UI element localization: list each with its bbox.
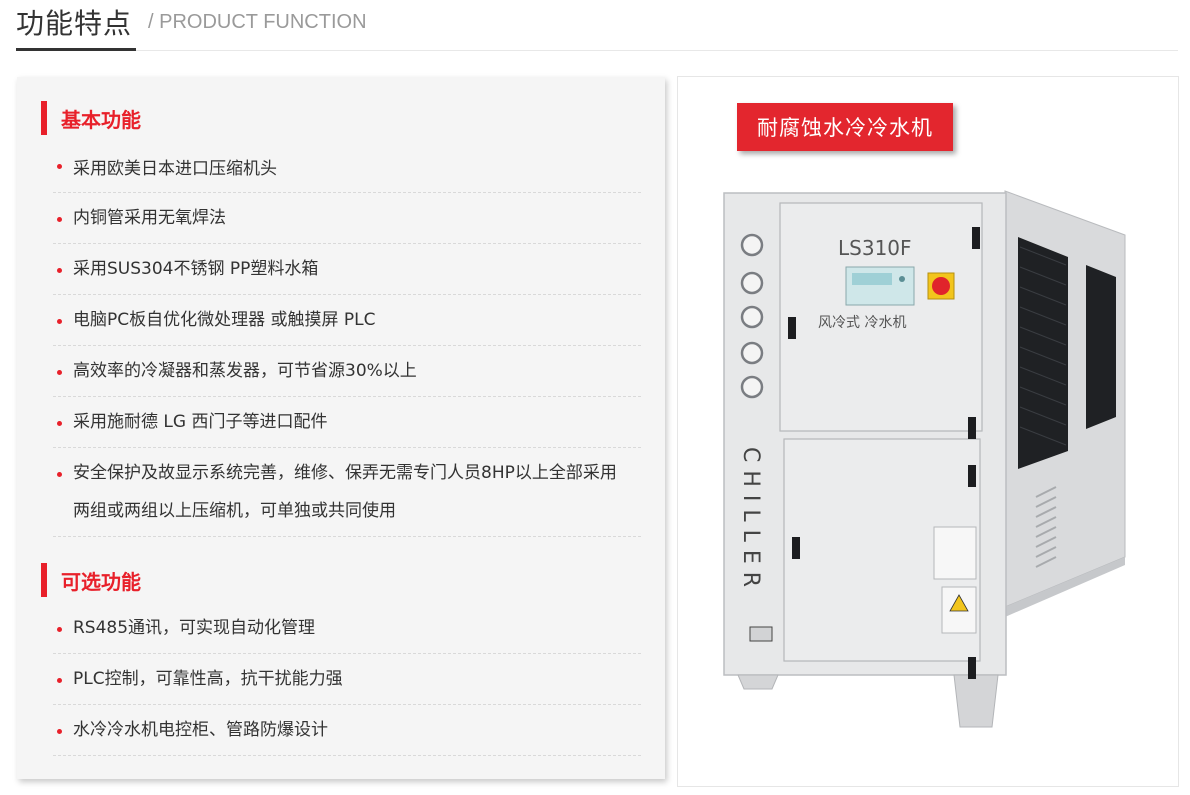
bullet-dot-icon [57,729,62,734]
list-item: 采用施耐德 LG 西门子等进口配件 [53,397,641,448]
list-item-text: RS485通讯，可实现自动化管理 [73,618,316,638]
optional-section-title: 可选功能 [61,569,141,594]
bullet-dot-icon [57,472,62,477]
optional-section-header: 可选功能 [41,563,141,597]
list-item-text: 采用施耐德 LG 西门子等进口配件 [73,412,328,432]
bullet-dot-icon [57,678,62,683]
list-item-text: PLC控制，可靠性高，抗干扰能力强 [73,669,343,689]
list-item-text: 安全保护及故显示系统完善，维修、保弄无需专门人员8HP以上全部采用 [73,463,617,483]
list-item: 水冷冷水机电控柜、管路防爆设计 [53,705,641,756]
list-item: 采用SUS304不锈钢 PP塑料水箱 [53,244,641,295]
list-item: 内铜管采用无氧焊法 [53,193,641,244]
product-name-badge: 耐腐蚀水冷冷水机 [737,103,953,151]
section-marker [41,563,47,597]
list-item: 电脑PC板自优化微处理器 或触摸屏 PLC [53,295,641,346]
list-item-text: 采用欧美日本进口压缩机头 [73,159,277,179]
bullet-dot-icon [57,164,62,169]
bullet-dot-icon [57,627,62,632]
list-item-text: 电脑PC板自优化微处理器 或触摸屏 PLC [73,310,376,330]
title-underline [16,48,136,51]
list-item: RS485通讯，可实现自动化管理 [53,607,641,654]
list-item-text: 两组或两组以上压缩机，可单独或共同使用 [73,501,396,521]
bullet-dot-icon [57,268,62,273]
bullet-dot-icon [57,370,62,375]
list-item: PLC控制，可靠性高，抗干扰能力强 [53,654,641,705]
model-number: LS310F [838,236,912,260]
page-subtitle: / PRODUCT FUNCTION [148,11,367,33]
list-item-text: 采用SUS304不锈钢 PP塑料水箱 [73,259,319,279]
list-item: 高效率的冷凝器和蒸发器，可节省源30%以上 [53,346,641,397]
side-chiller-text: CHILLER [738,447,763,595]
panel-label: 风冷式 冷水机 [818,315,906,331]
list-item: 安全保护及故显示系统完善，维修、保弄无需专门人员8HP以上全部采用 两组或两组以… [53,448,641,537]
product-image-card: 耐腐蚀水冷冷水机 [677,76,1179,787]
chiller-unit-illustration: LS310F 风冷式 冷水机 CHILLER [723,190,1126,728]
bullet-dot-icon [57,217,62,222]
list-item-text: 内铜管采用无氧焊法 [73,208,226,228]
list-item: 采用欧美日本进口压缩机头 [53,147,641,193]
feature-list-card: 基本功能 采用欧美日本进口压缩机头 内铜管采用无氧焊法 采用SUS304不锈钢 … [17,77,665,779]
list-item-text: 高效率的冷凝器和蒸发器，可节省源30%以上 [73,361,417,381]
bullet-dot-icon [57,421,62,426]
bullet-dot-icon [57,319,62,324]
section-marker [41,101,47,135]
section-header: 功能特点 / PRODUCT FUNCTION [16,0,1178,51]
basic-section-title: 基本功能 [61,107,141,132]
list-item-text: 水冷冷水机电控柜、管路防爆设计 [73,720,328,740]
basic-section-header: 基本功能 [41,101,141,135]
page-title: 功能特点 [16,7,133,40]
